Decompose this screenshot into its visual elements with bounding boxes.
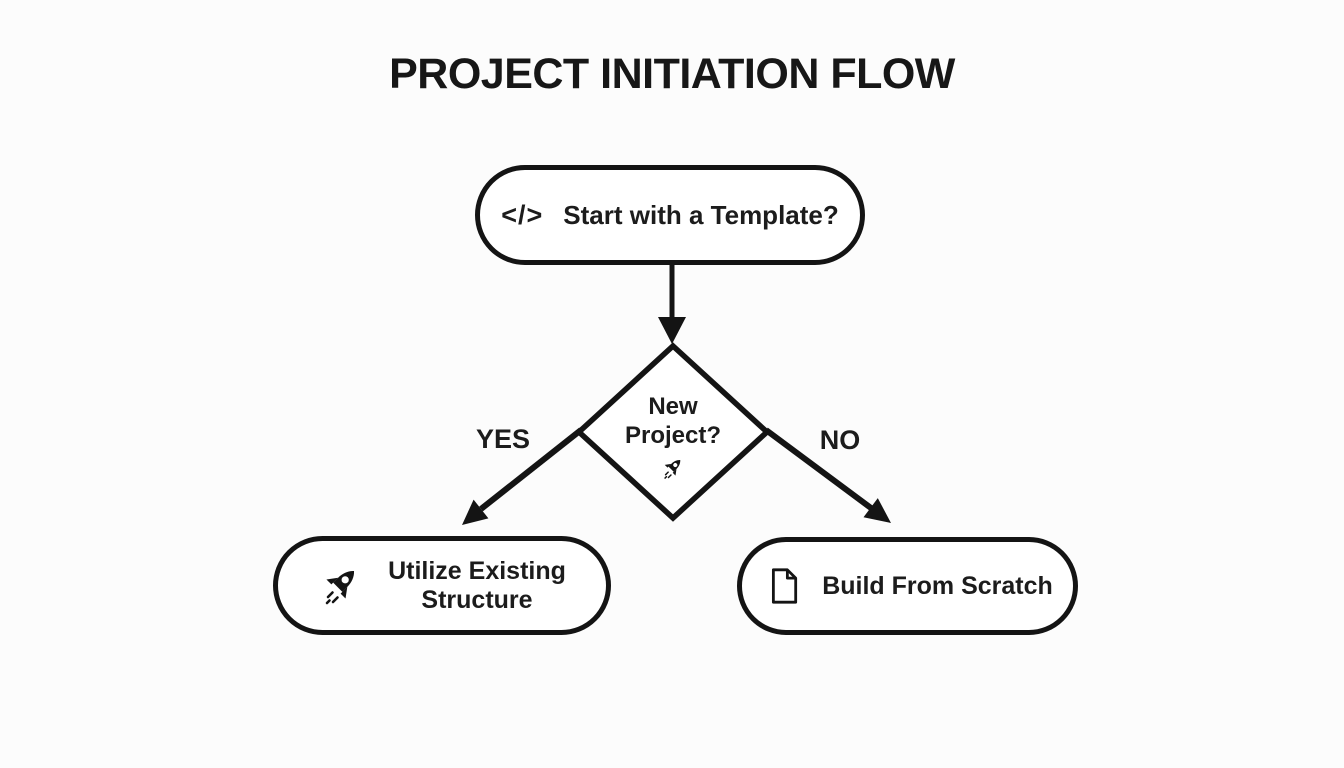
rocket-icon <box>325 570 355 604</box>
utilize-node-label-line1: Utilize Existing <box>388 556 566 585</box>
utilize-node-label: Utilize Existing Structure <box>388 557 566 615</box>
start-node-label: Start with a Template? <box>563 199 839 230</box>
decision-label-line2: Project? <box>624 422 722 449</box>
arrowhead-yes-icon <box>462 499 489 525</box>
yes-branch-label: YES <box>475 424 531 454</box>
document-icon <box>772 568 798 604</box>
node-build-from-scratch: Build From Scratch <box>737 537 1078 635</box>
code-icon: </> <box>501 199 544 230</box>
arrow-no-branch <box>764 427 873 511</box>
page-title: PROJECT INITIATION FLOW <box>389 50 955 98</box>
arrowhead-no-icon <box>863 498 891 523</box>
node-start-template: </> Start with a Template? <box>475 165 865 265</box>
build-node-label: Build From Scratch <box>822 571 1053 600</box>
arrowhead-down-icon <box>658 317 686 344</box>
decision-label-line1: New <box>648 393 698 420</box>
decision-diamond-shape <box>574 342 772 522</box>
node-utilize-existing: Utilize Existing Structure <box>273 536 611 635</box>
rocket-icon <box>663 460 680 479</box>
no-branch-label: NO <box>819 425 861 455</box>
utilize-node-label-line2: Structure <box>421 585 533 614</box>
decision-node-content: New Project? <box>593 392 753 482</box>
arrow-yes-branch <box>479 427 583 512</box>
